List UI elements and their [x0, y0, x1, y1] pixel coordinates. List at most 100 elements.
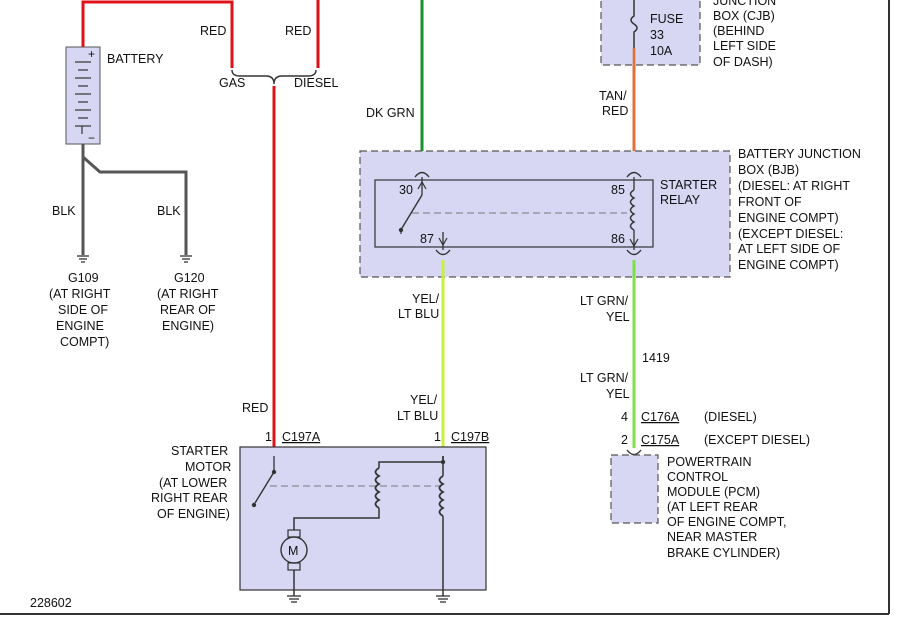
wire-label-blk-g120: BLK — [157, 204, 181, 218]
svg-text:LT BLU: LT BLU — [398, 307, 439, 321]
svg-text:TAN/: TAN/ — [599, 89, 627, 103]
starter-pin-a: 1 — [265, 430, 272, 444]
starter-solenoid-switch — [251, 456, 277, 508]
pcm-pin-2: 2 — [621, 433, 628, 447]
svg-text:BRAKE CYLINDER): BRAKE CYLINDER) — [667, 546, 780, 560]
battery-symbol — [65, 46, 101, 145]
relay-pin-86-connector — [626, 249, 642, 256]
svg-text:AT LEFT SIDE OF: AT LEFT SIDE OF — [738, 242, 840, 256]
svg-text:OF DASH): OF DASH) — [713, 55, 773, 69]
fuse-label: FUSE 33 10A — [650, 12, 683, 58]
svg-text:LT BLU: LT BLU — [397, 409, 438, 423]
starter-motor-armature — [280, 529, 308, 596]
gas-diesel-option-split — [231, 69, 317, 85]
svg-text:ENGINE COMPT): ENGINE COMPT) — [738, 258, 839, 272]
wire-label-red-lower: RED — [242, 401, 268, 415]
svg-text:MODULE (PCM): MODULE (PCM) — [667, 485, 760, 499]
svg-text:33: 33 — [650, 28, 664, 42]
pcm-connector-c175a[interactable]: C175A — [641, 433, 680, 447]
svg-text:(AT LEFT REAR: (AT LEFT REAR — [667, 500, 758, 514]
svg-text:BATTERY JUNCTION: BATTERY JUNCTION — [738, 147, 861, 161]
hold-in-coil — [438, 456, 446, 596]
svg-text:LT GRN/: LT GRN/ — [580, 294, 629, 308]
relay-pin-85: 85 — [611, 183, 625, 197]
svg-text:FUSE: FUSE — [650, 12, 683, 26]
svg-text:(AT LOWER: (AT LOWER — [159, 476, 227, 490]
fuse-33-symbol — [630, 0, 638, 48]
cjb-description: JUNCTION BOX (CJB) (BEHIND LEFT SIDE OF … — [713, 0, 776, 69]
wire-label-blk-g109: BLK — [52, 204, 76, 218]
svg-text:BOX (CJB): BOX (CJB) — [713, 9, 775, 23]
starter-connector-c197a[interactable]: C197A — [282, 430, 321, 444]
option-label-diesel: DIESEL — [294, 76, 339, 90]
ground-symbol-solenoid — [436, 595, 450, 603]
bjb-description: BATTERY JUNCTION BOX (BJB) (DIESEL: AT R… — [738, 147, 861, 272]
battery-plus-sign: + — [88, 47, 95, 61]
svg-text:RIGHT REAR: RIGHT REAR — [151, 491, 228, 505]
svg-text:ENGINE COMPT): ENGINE COMPT) — [738, 211, 839, 225]
pcm-connector-c176a[interactable]: C176A — [641, 410, 680, 424]
wire-label-lt-grn-yel-lower: LT GRN/ YEL — [580, 371, 630, 401]
battery-minus-sign: − — [88, 131, 95, 145]
pcm-connector-arc — [626, 449, 642, 456]
svg-text:FRONT OF: FRONT OF — [738, 195, 802, 209]
svg-text:(AT RIGHT: (AT RIGHT — [157, 287, 219, 301]
ground-symbol-starter-motor — [287, 595, 301, 603]
svg-text:(AT RIGHT: (AT RIGHT — [49, 287, 111, 301]
starter-motor-label: STARTER MOTOR (AT LOWER RIGHT REAR OF EN… — [151, 444, 231, 521]
battery-positive-red-wire — [81, 0, 234, 68]
relay-coil — [629, 177, 639, 250]
svg-text:RED: RED — [602, 104, 628, 118]
svg-text:BOX (BJB): BOX (BJB) — [738, 163, 799, 177]
battery-label: BATTERY — [107, 52, 164, 66]
svg-text:(EXCEPT DIESEL:: (EXCEPT DIESEL: — [738, 227, 843, 241]
wire-label-red-diesel: RED — [285, 24, 311, 38]
powertrain-control-module — [610, 454, 659, 524]
diagram-id: 228602 — [30, 596, 72, 610]
starter-relay-label: STARTER RELAY — [660, 178, 717, 207]
svg-text:YEL/: YEL/ — [410, 393, 438, 407]
circuit-number-1419: 1419 — [642, 351, 670, 365]
central-junction-box — [600, 0, 701, 66]
svg-text:CONTROL: CONTROL — [667, 470, 728, 484]
svg-text:(BEHIND: (BEHIND — [713, 24, 764, 38]
svg-text:LEFT SIDE: LEFT SIDE — [713, 39, 776, 53]
relay-pin-87: 87 — [420, 232, 434, 246]
pcm-label: POWERTRAIN CONTROL MODULE (PCM) (AT LEFT… — [667, 455, 786, 560]
svg-text:YEL: YEL — [606, 387, 630, 401]
relay-pin-85-connector — [626, 171, 642, 178]
svg-text:G109: G109 — [68, 271, 99, 285]
ground-symbol-g109 — [77, 255, 89, 263]
svg-text:ENGINE): ENGINE) — [162, 319, 214, 333]
svg-text:LT GRN/: LT GRN/ — [580, 371, 629, 385]
svg-text:OF ENGINE COMPT,: OF ENGINE COMPT, — [667, 515, 786, 529]
ground-wire-g120 — [82, 155, 188, 255]
wire-label-yel-lt-blu-upper: YEL/ LT BLU — [398, 292, 440, 321]
wire-label-tan-red: TAN/ RED — [599, 89, 628, 118]
svg-text:JUNCTION: JUNCTION — [713, 0, 776, 8]
relay-switch-contact — [398, 177, 427, 234]
wire-label-dk-grn: DK GRN — [366, 106, 415, 120]
svg-text:OF ENGINE): OF ENGINE) — [157, 507, 230, 521]
relay-output-87 — [438, 232, 448, 250]
svg-text:YEL/: YEL/ — [412, 292, 440, 306]
svg-text:STARTER: STARTER — [171, 444, 228, 458]
option-label-gas: GAS — [219, 76, 245, 90]
svg-text:RELAY: RELAY — [660, 193, 701, 207]
svg-text:POWERTRAIN: POWERTRAIN — [667, 455, 752, 469]
svg-text:(DIESEL: AT RIGHT: (DIESEL: AT RIGHT — [738, 179, 850, 193]
wire-label-lt-grn-yel-upper: LT GRN/ YEL — [580, 294, 630, 324]
svg-text:10A: 10A — [650, 44, 673, 58]
starter-connector-c197b[interactable]: C197B — [451, 430, 489, 444]
svg-text:COMPT): COMPT) — [60, 335, 109, 349]
svg-text:YEL: YEL — [606, 310, 630, 324]
pcm-connector-diesel-note: (DIESEL) — [704, 410, 757, 424]
wire-label-red-gas: RED — [200, 24, 226, 38]
ground-g109-label: G109 (AT RIGHT SIDE OF ENGINE COMPT) — [49, 271, 111, 349]
pcm-connector-except-note: (EXCEPT DIESEL) — [704, 433, 810, 447]
svg-text:ENGINE: ENGINE — [56, 319, 104, 333]
motor-symbol-m: M — [288, 544, 298, 558]
relay-pin-87-connector — [435, 249, 451, 256]
relay-pin-86: 86 — [611, 232, 625, 246]
